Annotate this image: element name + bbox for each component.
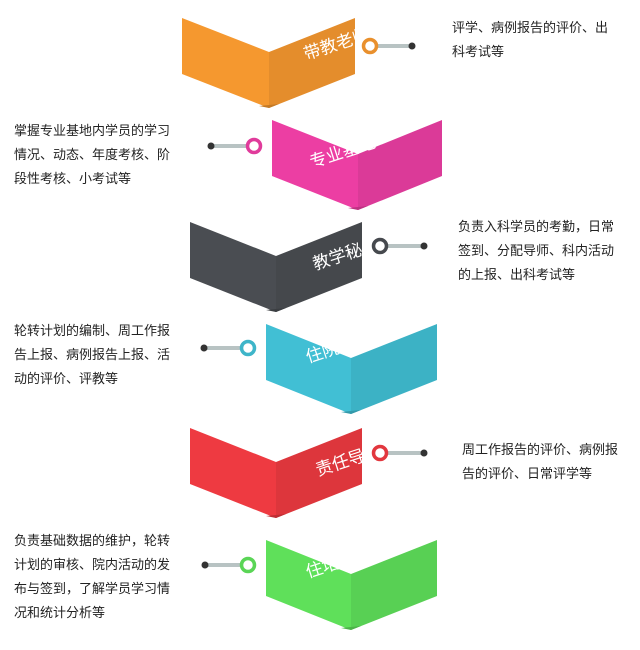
role-4-chevron-fold <box>341 410 361 414</box>
role-1-connector-dot <box>408 42 416 50</box>
role-2-description: 掌握专业基地内学员的学习情况、动态、年度考核、阶段性考核、小考试等 <box>14 120 170 192</box>
role-6-description: 负责基础数据的维护，轮转计划的审核、院内活动的发布与签到，了解学员学习情况和统计… <box>14 530 170 626</box>
role-3-group: 教学秘书 <box>190 222 428 312</box>
role-4-group: 住院医师 <box>200 324 437 414</box>
role-2-description-line: 掌握专业基地内学员的学习 <box>14 124 171 139</box>
role-3-chevron-fold <box>266 308 286 312</box>
role-3-description-line: 的上报、出科考试等 <box>458 268 576 283</box>
role-4-description-line: 轮转计划的编制、周工作报 <box>14 324 171 339</box>
role-3-description-line: 签到、分配导师、科内活动 <box>458 244 615 259</box>
role-6-description-line: 布与签到，了解学员学习情 <box>14 582 171 597</box>
role-3-connector-dot <box>420 242 428 250</box>
role-2-chevron-left-face <box>272 120 358 210</box>
role-3-description-line: 负责入科学员的考勤，日常 <box>458 220 615 235</box>
role-5-connector-ring <box>371 444 389 462</box>
role-1-chevron-left-face <box>182 18 269 108</box>
role-5-chevron-left-face <box>190 428 276 518</box>
role-1-description-line: 评学、病例报告的评价、出 <box>452 21 609 36</box>
role-2-description-line: 情况、动态、年度考核、阶 <box>14 148 171 163</box>
role-2-connector-dot <box>207 142 215 150</box>
role-3-description: 负责入科学员的考勤，日常签到、分配导师、科内活动的上报、出科考试等 <box>458 216 614 288</box>
role-1-description-line: 科考试等 <box>452 45 505 60</box>
role-1-chevron-fold <box>259 104 279 108</box>
role-2-chevron-fold <box>348 206 368 210</box>
role-6-description-line: 负责基础数据的维护，轮转 <box>14 534 171 549</box>
role-6-chevron-right-face <box>351 540 437 630</box>
role-4-description-line: 告上报、病例报告上报、活 <box>14 348 171 363</box>
role-5-description-line: 告的评价、日常评学等 <box>462 467 593 482</box>
role-5-chevron-fold <box>266 514 286 518</box>
role-1-connector-ring <box>361 37 379 55</box>
role-5-description-line: 周工作报告的评价、病例报 <box>462 443 619 458</box>
role-2-description-line: 段性考核、小考试等 <box>14 172 132 187</box>
role-4-connector-dot <box>200 344 208 352</box>
role-4-connector-ring <box>239 339 257 357</box>
role-2-connector-ring <box>245 137 263 155</box>
role-2-chevron-right-face <box>358 120 442 210</box>
role-3-connector-ring <box>371 237 389 255</box>
role-4-description-line: 动的评价、评教等 <box>14 372 119 387</box>
role-1-description: 评学、病例报告的评价、出科考试等 <box>452 17 608 65</box>
role-1-group: 带教老师 <box>182 18 416 108</box>
role-6-description-line: 计划的审核、院内活动的发 <box>14 558 171 573</box>
role-6-connector-dot <box>201 561 209 569</box>
role-6-chevron-fold <box>341 626 361 630</box>
role-5-group: 责任导师 <box>190 428 428 518</box>
role-5-chevron-right-face <box>276 428 362 518</box>
role-6-connector-ring <box>239 556 257 574</box>
role-6-group: 住培办公室 <box>201 537 437 630</box>
role-5-connector-dot <box>420 449 428 457</box>
role-5-description: 周工作报告的评价、病例报告的评价、日常评学等 <box>462 439 618 487</box>
role-4-description: 轮转计划的编制、周工作报告上报、病例报告上报、活动的评价、评教等 <box>14 320 170 392</box>
role-4-chevron-right-face <box>351 324 437 414</box>
role-6-description-line: 况和统计分析等 <box>14 606 106 621</box>
role-3-chevron-right-face <box>276 222 362 312</box>
role-4-chevron-left-face <box>266 324 351 414</box>
role-6-chevron-left-face <box>266 540 351 630</box>
role-2-group: 专业基地 <box>207 120 442 210</box>
role-1-chevron-right-face <box>269 18 355 108</box>
role-3-chevron-left-face <box>190 222 276 312</box>
